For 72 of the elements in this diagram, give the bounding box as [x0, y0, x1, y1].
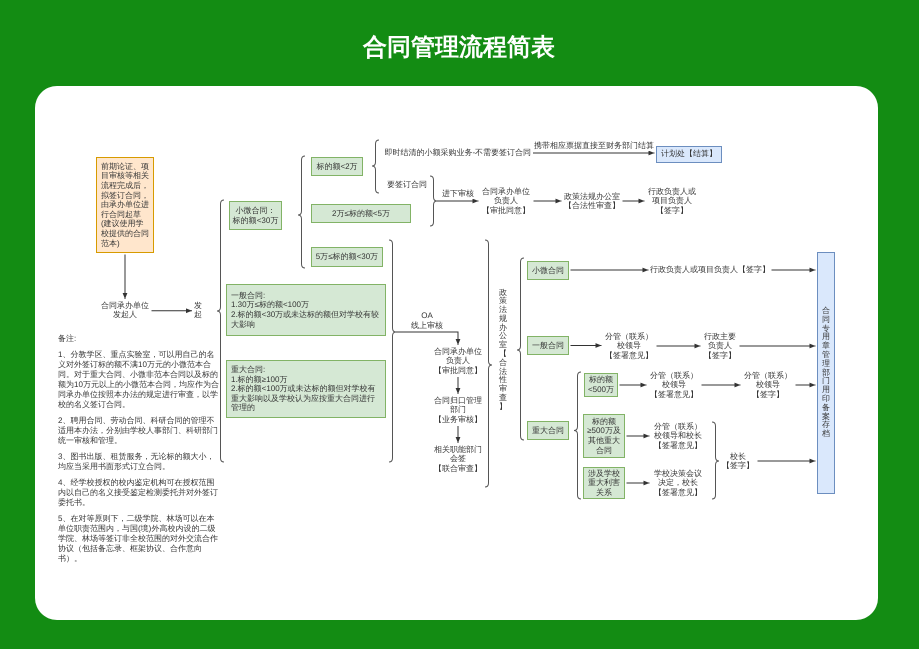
edge-label: 携带相应票据直接至财务部门结算: [532, 141, 655, 151]
process-box: 合同专用章管理部门用印备案存档: [817, 252, 835, 494]
process-box: 重大合同: [527, 421, 569, 440]
process-box: 5万≤标的额<30万: [311, 247, 383, 267]
edge-label: OA线上审核: [408, 311, 446, 330]
step-label: 行政主要负责人【签字】: [702, 332, 738, 360]
process-box: 小微合同：标的额<30万: [229, 201, 282, 230]
note-text: 4、经学校授权的校内鉴定机构可在授权范围内以自己的名义接受鉴定检测委托并对外签订委托书。: [58, 478, 219, 508]
edge-label: 进下审核: [440, 189, 475, 199]
step-label: 行政负责人或项目负责人【签字】: [646, 186, 698, 216]
arrow: [533, 198, 562, 204]
arrow: [626, 480, 650, 486]
process-box: [226, 360, 386, 418]
note-text: 备注:: [58, 334, 78, 344]
heading-text: 重大合同:: [231, 365, 266, 375]
arrow: [795, 382, 816, 388]
note-text: 2、聘用合同、劳动合同、科研合同的管理不适用本办法，分别由学校人事部门、科研部门统一审核和管理。: [58, 416, 219, 446]
process-box: 标的额<500万: [584, 373, 618, 397]
process-box: [226, 284, 386, 336]
arrow: [436, 198, 479, 204]
note-text: 5、在对等原则下，二级学院、林场可以在本单位职责范围内，与国(境)外高校内设的二级学院、林场等签订非全校范围的对外交流合作协议（包括备忘录、框架协议、合作意向书）。: [58, 514, 219, 564]
step-label: 分管（联系）校领导和校长【签署意见】: [651, 422, 705, 450]
bracket: [388, 239, 397, 463]
step-label: 发起: [194, 302, 202, 320]
list-item: 1.标的额≥100万: [231, 374, 288, 384]
step-label: 学校决策会议决定，校长【签署意见】: [651, 468, 705, 498]
bracket: [429, 175, 438, 227]
arrow: [771, 268, 816, 272]
process-box: 涉及学校重大利害关系: [583, 467, 625, 499]
arrow: [396, 332, 460, 346]
arrow: [739, 344, 816, 348]
step-label: 合同承办单位发起人: [100, 300, 150, 320]
step-label: 合同承办单位负责人【审批同意】: [433, 346, 483, 376]
list-item: 1.30万≤标的额<100万: [231, 300, 310, 310]
arrow: [456, 426, 460, 444]
step-label: 行政负责人或项目负责人【签字】: [650, 265, 770, 275]
step-label: 相关职能部门会签【联合审查】: [433, 444, 483, 474]
step-label: 校长【签字】: [720, 452, 756, 471]
list-item: 2.标的额<100万或未达标的额但对学校有重大影响以及学校认为应按重大合同进行管理的: [231, 384, 377, 413]
step-label: 分管（联系）校领导【签署意见】: [603, 332, 655, 360]
arrow: [570, 343, 602, 348]
process-box: 2万≤标的额<5万: [311, 204, 411, 223]
arrow: [656, 344, 701, 348]
arrow: [626, 434, 650, 438]
step-label: 分管（联系）校领导【签字】: [742, 370, 794, 400]
step-label: 分管（联系）校领导【签署意见】: [648, 370, 700, 400]
arrow: [532, 150, 655, 156]
diagram-title: 合同管理流程简表: [363, 34, 555, 63]
process-box: 标的额≥500万及其他重大合同: [583, 414, 625, 458]
process-box: 计划处【结算】: [656, 146, 722, 162]
process-box: 标的额<2万: [311, 157, 363, 176]
process-box: 一般合同: [527, 336, 569, 355]
step-label: 即时结清的小额采购业务-不需要签订合同: [384, 148, 532, 158]
note-text: 1、分教学区、重点实验室，可以用自己的名义对外签订标的额不满10万元的小微范本合同。对于重大合同、小微非范本合同以及标的额为10万元以上的小微范本合同，均应作为合同承办单位按照本办法的规定进行审查，以学校的名义签订合同。: [58, 350, 220, 410]
arrow: [757, 458, 816, 464]
step-label: 政策法规办公室【合法性审查】: [498, 288, 508, 412]
heading-text: 一般合同:: [231, 290, 266, 300]
arrow: [151, 308, 192, 314]
arrow: [122, 254, 128, 300]
step-label: 政策法规办公室【合法性审查】: [563, 192, 621, 211]
arrow: [570, 268, 649, 272]
process-box: 前期论证、项目审核等相关流程完成后，拟签订合同，由承办单位进行合同起草(建议使用学校提供的合同范本): [96, 157, 154, 253]
step-label: 合同归口管理部门【业务审核】: [433, 396, 483, 424]
arrow: [456, 376, 460, 394]
step-label: 要签订合同: [387, 180, 427, 190]
note-text: 3、图书出版、租赁服务，无论标的额大小，均应当采用书面形式订立合同。: [58, 452, 216, 472]
list-item: 2.标的额<30万或未达标的额但对学校有较大影响: [231, 310, 380, 330]
step-label: 合同承办单位负责人【审批同意】: [480, 186, 532, 216]
arrow: [619, 382, 647, 388]
process-box: 小微合同: [527, 261, 569, 280]
arrow: [622, 198, 645, 204]
arrow: [701, 382, 741, 388]
